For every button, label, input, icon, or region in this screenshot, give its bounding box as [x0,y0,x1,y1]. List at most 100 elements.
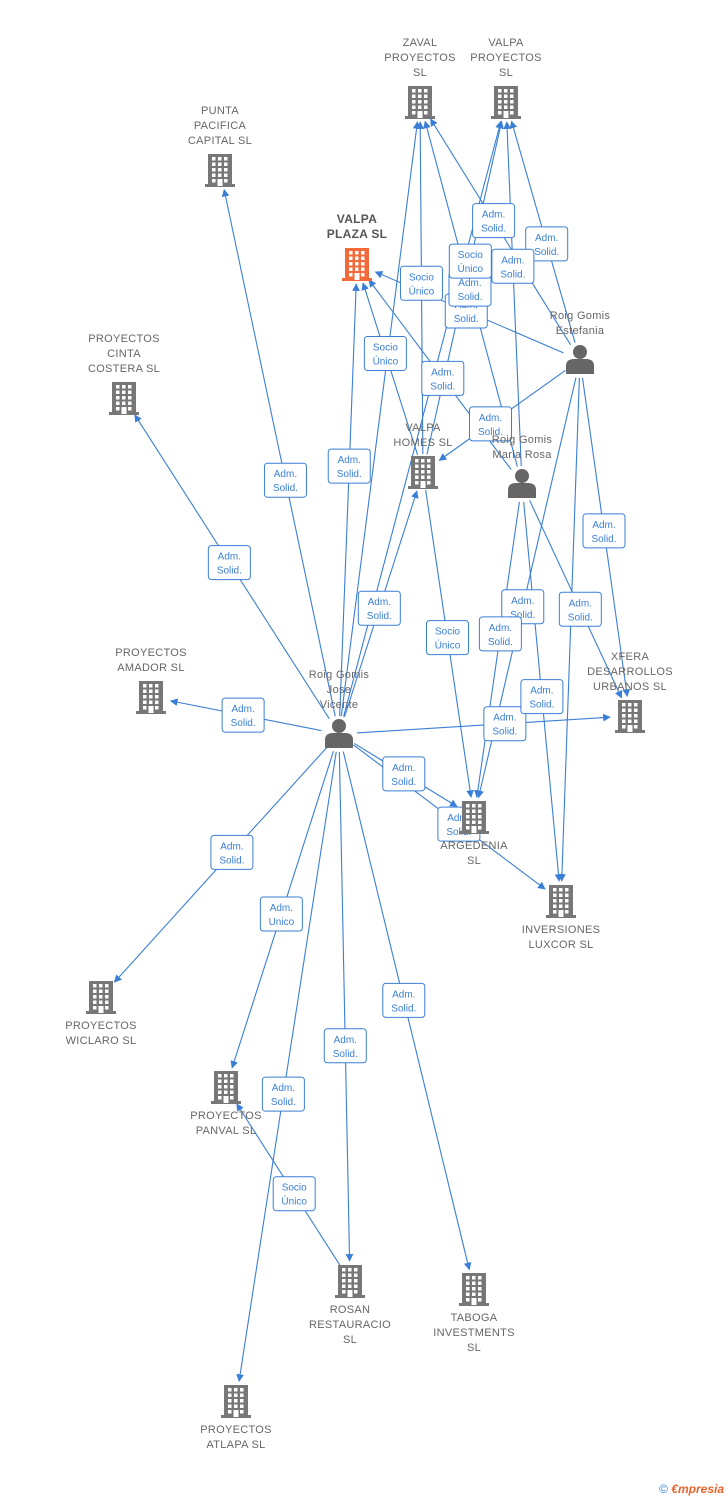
building-window [553,893,557,897]
building-window [421,464,425,468]
edge-label-line: Adm. [231,704,254,715]
edge-label-jose-taboga[interactable]: Adm.Solid. [382,982,426,1018]
building-window [143,695,147,699]
edge-labels-layer: Adm.Solid.Adm.Solid.Adm.Solid.Adm.Solid.… [207,203,626,1212]
building-window [472,815,476,819]
building-window [228,1393,232,1397]
building-window [510,105,514,109]
edge-label-jose-punta[interactable]: Adm.Solid. [263,462,307,498]
edge-label-maria-luxcor[interactable]: Adm.Solid. [520,679,564,715]
building-window [498,89,502,93]
edge-label-box [469,406,513,442]
building-icon [546,885,576,918]
building-window [510,100,514,104]
building-window [559,893,563,897]
edge-label-jose-valpa_plaza[interactable]: Adm.Solid. [327,448,371,484]
edge-label-box [582,513,626,549]
edge-label-estefania-zaval[interactable]: Adm.Solid. [472,203,516,239]
building-window [427,470,431,474]
building-window [128,390,132,394]
building-window [143,700,147,704]
edge-label-line: Adm. [530,686,553,697]
building-window [230,1085,234,1089]
building-window [224,1085,228,1089]
node-label-line: PROYECTOS [115,647,187,659]
edge-maria-to-valpa_proy [503,121,522,467]
edge-label-maria-xfera[interactable]: Adm.Solid. [558,591,602,627]
building-window [116,390,120,394]
node-label-line: PUNTA [201,105,239,117]
edge-label-jose-xfera[interactable]: Adm.Solid. [483,706,527,742]
building-window [415,464,419,468]
edge-label-estefania-valpa_proy[interactable]: Adm.Solid. [525,226,569,262]
building-window [421,459,425,463]
node-label-line: SL [467,1342,481,1354]
edge-label-line: Adm. [270,903,293,914]
building-window [355,251,359,255]
edge-label-estefania-argedenia[interactable]: Adm.Solid. [501,589,545,625]
edge-label-line: Solid. [478,427,503,438]
edge-label-box [357,590,401,626]
edge-label-jose-valpa_homes[interactable]: Adm.Solid. [357,590,401,626]
node-label-line: VALPA [337,212,377,226]
edge-label-jose-argedenia[interactable]: Adm.Solid. [382,756,426,792]
building-window [466,809,470,813]
building-window [149,689,153,693]
edge-label-jose-amador[interactable]: Adm.Solid. [221,697,265,733]
edge-label-estefania-valpa_homes[interactable]: Adm.Solid. [469,406,513,442]
node-label-line: SL [343,1334,357,1346]
edge-label-line: Adm. [272,1083,295,1094]
node-label-line: XFERA [611,651,650,663]
building-icon [86,981,116,1014]
edge-label-maria-argedenia[interactable]: Adm.Solid. [478,616,522,652]
edge-label-box [382,756,426,792]
edge-label-jose-wiclaro[interactable]: Adm.Solid. [210,834,254,870]
edge-label-line: Solid. [457,292,482,303]
building-window [116,407,120,411]
building-window [355,267,359,271]
building-window [622,703,626,707]
building-window [628,719,632,723]
brand-logo[interactable]: €mpresia [671,1482,724,1496]
edge-label-maria-valpa_proy[interactable]: Adm.Solid. [491,248,535,284]
building-window [412,111,416,115]
edge-label-estefania-xfera[interactable]: Adm.Solid. [582,513,626,549]
edge-label-jose-atlapa[interactable]: Adm.Solid. [261,1076,305,1112]
edge-label-box [363,335,407,371]
building-window [559,888,563,892]
edge-label-jose-rosan[interactable]: Adm.Solid. [323,1028,367,1064]
edge-label-jose-panval[interactable]: Adm.Unico [259,896,303,932]
edge-label-line: Solid. [273,483,298,494]
edge-label-maria-valpa_plaza[interactable]: Adm.Solid. [421,360,465,396]
building-window [155,706,159,710]
building-window [418,100,422,104]
building-window [149,695,153,699]
edge-label-jose-cinta[interactable]: Adm.Solid. [207,545,251,581]
building-window [498,111,502,115]
building-window [415,475,419,479]
building-window [105,1006,109,1010]
